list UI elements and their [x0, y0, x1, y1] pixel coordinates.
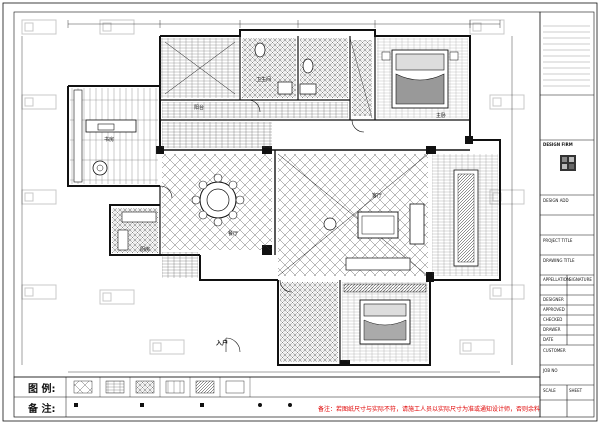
- bottom-rooms: [280, 282, 428, 362]
- design-add-label: DESIGN ADD: [543, 198, 569, 203]
- plant-icon: [323, 217, 337, 231]
- job-no-label: JOB NO: [543, 368, 558, 373]
- study-room: [70, 88, 158, 184]
- legend-label: 图 例:: [28, 384, 56, 395]
- living-room: [277, 153, 429, 277]
- sheet-label: SHEET: [569, 388, 583, 393]
- legend-swatches: [73, 380, 245, 394]
- sink-icon: [299, 83, 317, 95]
- checked-label: CHECKED: [543, 317, 563, 322]
- room-label-study: 书房: [104, 137, 115, 143]
- notes-label: 备 注:: [28, 404, 56, 415]
- drawing-title-label: DRAWING TITLE: [543, 258, 575, 263]
- project-title-label: PROJECT TITLE: [543, 238, 573, 243]
- watermark-pattern: [21, 19, 525, 355]
- tv-cabinet: [345, 257, 411, 271]
- appellation-label: APPELLATION: [543, 277, 570, 282]
- design-firm-label: DESIGN FIRM: [543, 142, 573, 147]
- sink-icon: [277, 81, 293, 95]
- title-block: [539, 11, 595, 418]
- room-label-living: 客厅: [372, 193, 383, 199]
- bathroom-1: [242, 38, 296, 98]
- legend-small-marks: [74, 403, 292, 407]
- coffee-table-icon: [357, 211, 399, 239]
- sofa-icon: [409, 203, 425, 245]
- master-bedroom: [377, 38, 468, 118]
- title-notes-lines: [543, 25, 590, 87]
- room-label-kitchen: 厨房: [140, 247, 151, 253]
- designer-label: DESIGNER: [543, 297, 564, 302]
- bottom-note: 备注：若图纸尺寸与实际不符，请施工人员以实际尺寸为准或通知设计师，否则余料概不负…: [318, 406, 540, 413]
- chair-icon: [92, 160, 108, 176]
- dining-chairs: [191, 173, 245, 227]
- bathroom-2: [299, 37, 373, 119]
- room-label-bathroom-1: 卫生间: [256, 77, 272, 83]
- firm-logo: [560, 155, 576, 171]
- hall-floor: [162, 122, 272, 148]
- approved-label: APPROVED: [543, 307, 565, 312]
- customer-label: CUSTOMER: [543, 348, 566, 353]
- date-label: DATE: [543, 337, 554, 342]
- balcony-top: [160, 38, 240, 98]
- room-label-entry: 入户: [216, 340, 229, 347]
- scale-label: SCALE: [543, 388, 556, 393]
- signature-label: SIGNATURE: [569, 277, 592, 282]
- balcony-right: [432, 154, 498, 276]
- room-label-dining: 餐厅: [228, 231, 239, 237]
- corridor-floor: [162, 102, 348, 118]
- dining-area: [162, 154, 272, 250]
- kitchen: [112, 208, 198, 278]
- room-label-balcony: 阳台: [194, 105, 205, 111]
- door-swings: [159, 99, 365, 353]
- drawer-label: DRAWER: [543, 327, 561, 332]
- room-label-master-bedroom: 主卧: [436, 113, 447, 119]
- dimension-lines: [21, 20, 513, 373]
- toilet-icon: [254, 42, 266, 58]
- toilet-icon: [302, 58, 314, 74]
